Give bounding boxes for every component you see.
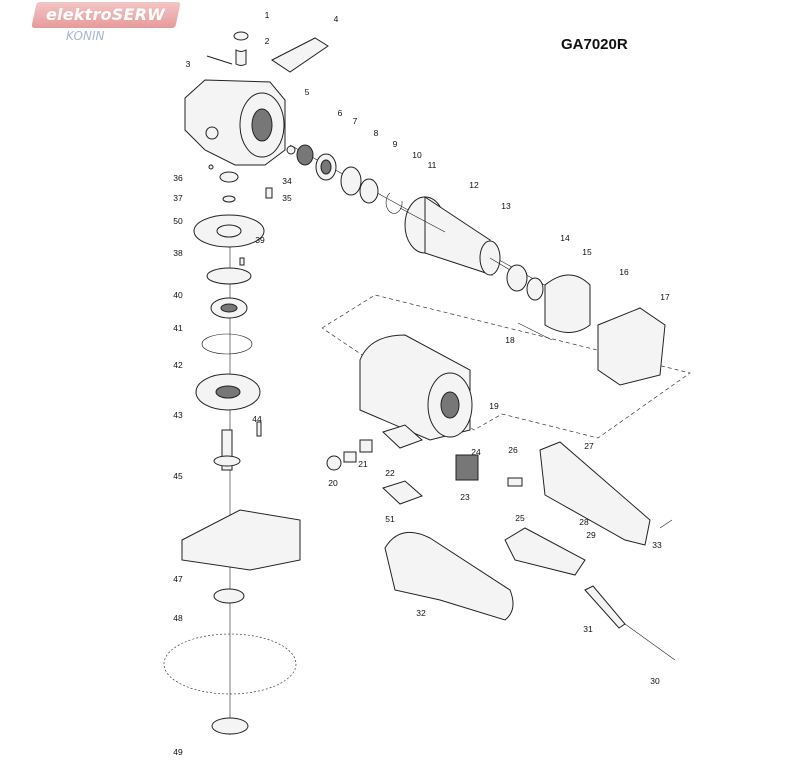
part-number-44: 44 xyxy=(252,414,262,424)
part-number-25: 25 xyxy=(515,513,525,523)
part-number-7: 7 xyxy=(353,116,358,126)
motor-housing-19-part xyxy=(359,334,473,441)
part-labels: 1234567891011121314151617181920212223242… xyxy=(173,10,670,757)
part-number-36: 36 xyxy=(173,173,183,183)
part-number-32: 32 xyxy=(416,608,426,618)
housing-group-frame xyxy=(321,294,691,439)
part-number-41: 41 xyxy=(173,323,183,333)
part-number-17: 17 xyxy=(660,292,670,302)
gear-housing-part xyxy=(184,79,286,166)
model-title: GA7020R xyxy=(561,36,628,53)
part-number-45: 45 xyxy=(173,471,183,481)
part-number-48: 48 xyxy=(173,613,183,623)
lock-button-part xyxy=(206,31,249,66)
cord-30-part xyxy=(624,623,676,661)
handle-32-part xyxy=(384,531,514,621)
field-17-part xyxy=(597,307,666,386)
armature-part xyxy=(399,196,511,276)
part-number-39: 39 xyxy=(255,235,265,245)
fan-guide-16-part xyxy=(544,274,591,333)
part-number-50: 50 xyxy=(173,216,183,226)
part-number-38: 38 xyxy=(173,248,183,258)
baffle-plate-15-part xyxy=(526,277,544,301)
brand-logo-name: elektroSERW xyxy=(46,5,165,24)
part-number-31: 31 xyxy=(583,624,593,634)
part-number-15: 15 xyxy=(582,247,592,257)
part-number-22: 22 xyxy=(385,468,395,478)
part-number-19: 19 xyxy=(489,401,499,411)
part-number-27: 27 xyxy=(584,441,594,451)
part-number-24: 24 xyxy=(471,447,481,457)
switch-25-part xyxy=(504,527,586,576)
part-number-10: 10 xyxy=(412,150,422,160)
part-number-21: 21 xyxy=(358,459,368,469)
part-number-30: 30 xyxy=(650,676,660,686)
part-number-13: 13 xyxy=(501,201,511,211)
part-number-29: 29 xyxy=(586,530,596,540)
part-number-23: 23 xyxy=(460,492,470,502)
part-number-16: 16 xyxy=(619,267,629,277)
part-number-40: 40 xyxy=(173,290,183,300)
part-number-33: 33 xyxy=(652,540,662,550)
part-number-34: 34 xyxy=(282,176,292,186)
part-number-26: 26 xyxy=(508,445,518,455)
part-number-43: 43 xyxy=(173,410,183,420)
part-number-14: 14 xyxy=(560,233,570,243)
spindle-column-parts xyxy=(163,164,301,735)
cord-guard-31-part xyxy=(584,585,626,629)
part-number-8: 8 xyxy=(374,128,379,138)
part-number-5: 5 xyxy=(305,87,310,97)
part-number-35: 35 xyxy=(282,193,292,203)
part-number-2: 2 xyxy=(265,36,270,46)
part-number-18: 18 xyxy=(505,335,515,345)
part-number-28: 28 xyxy=(579,517,589,527)
part-number-49: 49 xyxy=(173,747,183,757)
part-number-12: 12 xyxy=(469,180,479,190)
brand-logo-city: KONIN xyxy=(66,29,105,43)
part-number-3: 3 xyxy=(186,59,191,69)
rear-cover-27-part xyxy=(539,441,651,546)
cap-part xyxy=(271,37,329,73)
part-number-42: 42 xyxy=(173,360,183,370)
part-number-4: 4 xyxy=(334,14,339,24)
part-number-9: 9 xyxy=(393,139,398,149)
part-number-1: 1 xyxy=(265,10,270,20)
bearing-14-part xyxy=(506,264,528,292)
brush-parts xyxy=(326,424,523,505)
part-number-11: 11 xyxy=(428,160,437,170)
part-number-6: 6 xyxy=(338,108,343,118)
screw-33-part xyxy=(659,519,673,529)
part-number-51: 51 xyxy=(385,514,395,524)
part-number-37: 37 xyxy=(173,193,183,203)
screw-18-part xyxy=(517,322,553,341)
part-number-47: 47 xyxy=(173,574,183,584)
part-number-20: 20 xyxy=(328,478,338,488)
spur-gear-parts xyxy=(286,144,403,214)
